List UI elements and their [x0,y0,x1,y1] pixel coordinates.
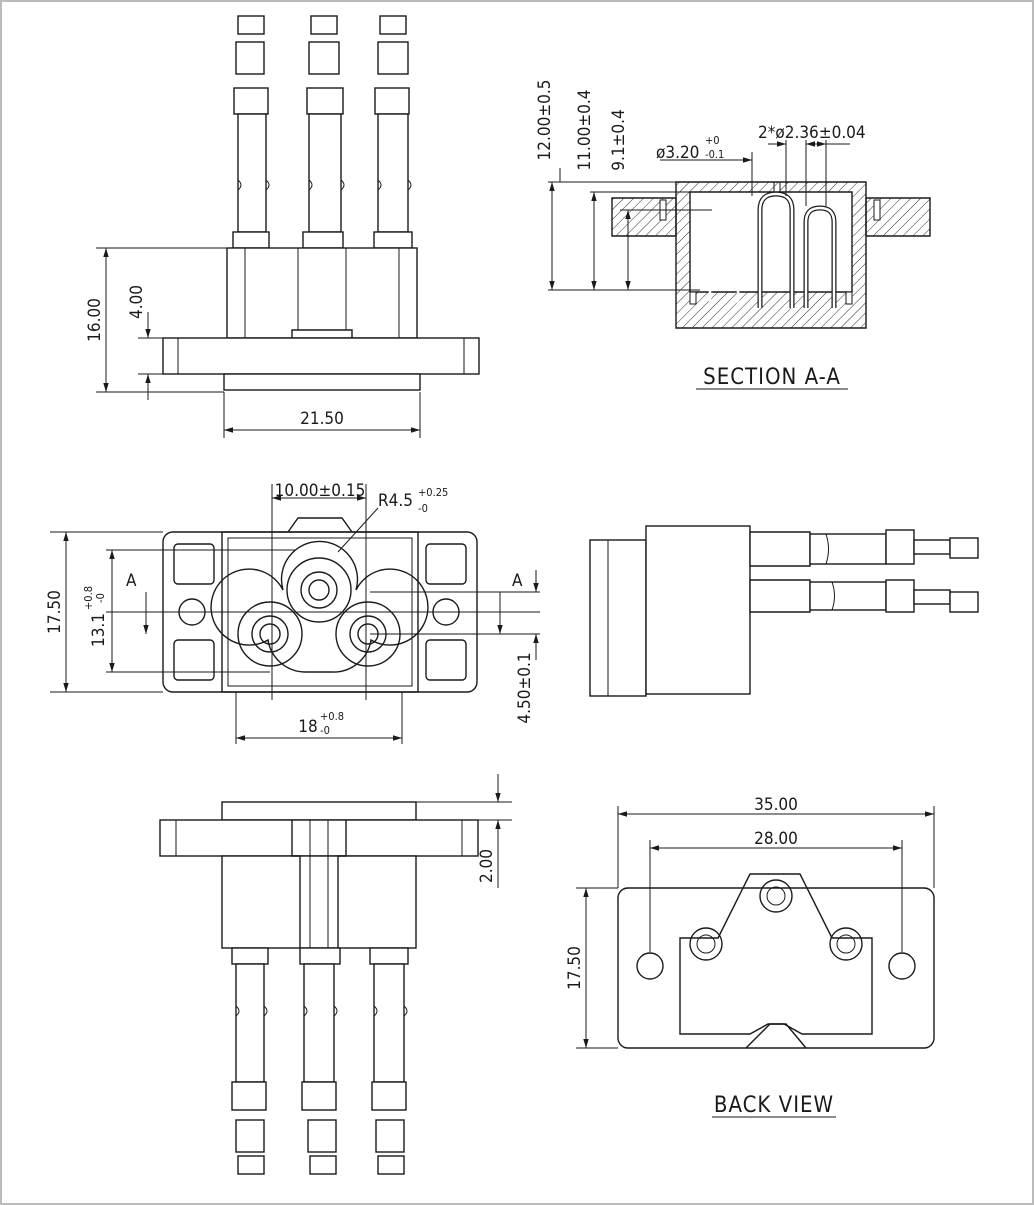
bottom-wire-left [231,947,269,1175]
top-wire-right [373,15,413,249]
section-dim-9: 9.1±0.4 [609,109,629,170]
section-mark-right: A [512,571,523,591]
section-view: 12.00±0.5 11.00±0.4 9.1±0.4 ø3.20 +0 -0.… [535,80,931,390]
section-title: SECTION A-A [703,365,841,390]
section-dim-12: 12.00±0.5 [535,80,555,161]
front-height-dim: 17.50 [45,590,65,634]
section-mark-left: A [126,571,137,591]
bottom-step-dim: 2.00 [477,849,497,883]
front-spacing-dim: 10.00±0.15 [275,481,366,501]
front-radius-tol-up: +0.25 [418,486,448,499]
front-inner-h-dim: 13.1 [89,613,109,647]
front-radius-dim: R4.5 [378,491,413,511]
side-view [589,525,979,697]
top-height-dim: 16.00 [85,298,105,342]
section-dim-11: 11.00±0.4 [575,90,595,171]
top-wire-middle [302,15,345,249]
front-width-tol-up: +0.8 [320,710,344,723]
front-view: A A 10.00±0.15 R4.5 +0.25 -0 17.50 13.1 … [45,481,540,744]
back-holes-dim: 28.00 [754,829,798,849]
section-pins-dim: 2*ø2.36±0.04 [758,123,866,143]
top-width-dim: 21.50 [300,409,344,429]
front-width-dim: 18 [298,717,317,737]
back-title: BACK VIEW [714,1093,834,1118]
front-inner-h-tol-up: +0.8 [82,586,95,610]
top-wire-left [232,15,270,249]
front-width-tol-dn: -0 [320,724,330,737]
section-hole-tol-up: +0 [705,134,720,147]
top-view: 16.00 4.00 21.50 [85,15,480,438]
bottom-wire-right [369,947,409,1175]
back-view: 35.00 28.00 17.50 BACK VIEW [565,795,935,1118]
top-flange-dim: 4.00 [127,285,147,319]
section-hole-dim: ø3.20 [656,143,699,163]
front-offset-dim: 4.50±0.1 [515,652,535,723]
bottom-view: 2.00 [159,774,512,1175]
section-hole-tol-dn: -0.1 [705,148,724,161]
front-inner-h-tol-dn: -0 [94,593,107,603]
back-outer-dim: 35.00 [754,795,798,815]
back-height-dim: 17.50 [565,946,585,990]
bottom-wire-middle [299,947,341,1175]
front-radius-tol-dn: -0 [418,502,428,515]
